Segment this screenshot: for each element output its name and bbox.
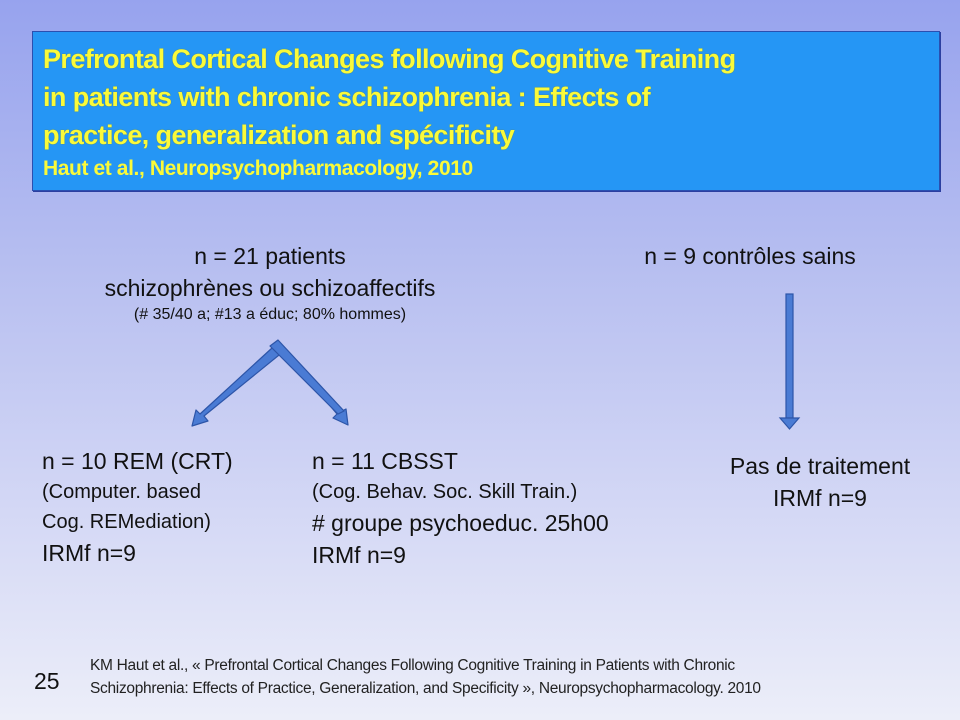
group-rem-desc-1: (Computer. based	[42, 481, 201, 503]
group-cbsst-desc: (Cog. Behav. Soc. Skill Train.)	[312, 481, 578, 503]
group-rem-desc-2: Cog. REMediation)	[42, 511, 211, 533]
title-line-1: Prefrontal Cortical Changes following Co…	[43, 44, 736, 74]
group-cbsst-count: n = 11 CBSST	[312, 448, 458, 474]
group-control-treatment: Pas de traitement	[729, 453, 911, 479]
split-arrow-icon	[191, 339, 349, 427]
patients-node: n = 21 patients schizophrènes ou schizoa…	[60, 240, 480, 326]
patients-diagnosis: schizophrènes ou schizoaffectifs	[104, 275, 436, 301]
title-line-3: practice, generalization and spécificity	[43, 120, 515, 150]
group-cbsst-fmri: IRMf n=9	[312, 542, 406, 568]
slide-number: 25	[34, 668, 60, 694]
group-control-fmri: IRMf n=9	[773, 485, 867, 511]
group-control-node: Pas de traitement IRMf n=9	[690, 450, 950, 514]
controls-count: n = 9 contrôles sains	[644, 243, 856, 269]
title-box: Prefrontal Cortical Changes following Co…	[32, 31, 940, 191]
group-rem-node: n = 10 REM (CRT) (Computer. based Cog. R…	[42, 445, 233, 569]
group-rem-count: n = 10 REM (CRT)	[42, 448, 233, 474]
down-arrow-icon	[778, 293, 801, 430]
title-citation: Haut et al., Neuropsychopharmacology, 20…	[43, 157, 473, 180]
patients-demographics: (# 35/40 a; #13 a éduc; 80% hommes)	[133, 306, 407, 323]
group-cbsst-psychoeduc: # groupe psychoeduc. 25h00	[312, 510, 609, 536]
group-cbsst-node: n = 11 CBSST (Cog. Behav. Soc. Skill Tra…	[312, 445, 609, 571]
title-line-2: in patients with chronic schizophrenia :…	[43, 82, 651, 112]
footer-reference-line-1: KM Haut et al., « Prefrontal Cortical Ch…	[90, 657, 735, 674]
patients-count: n = 21 patients	[194, 243, 346, 269]
controls-node: n = 9 contrôles sains	[600, 240, 900, 272]
footer-reference-line-2: Schizophrenia: Effects of Practice, Gene…	[90, 680, 761, 697]
footer-reference: KM Haut et al., « Prefrontal Cortical Ch…	[90, 654, 761, 700]
group-rem-fmri: IRMf n=9	[42, 540, 136, 566]
